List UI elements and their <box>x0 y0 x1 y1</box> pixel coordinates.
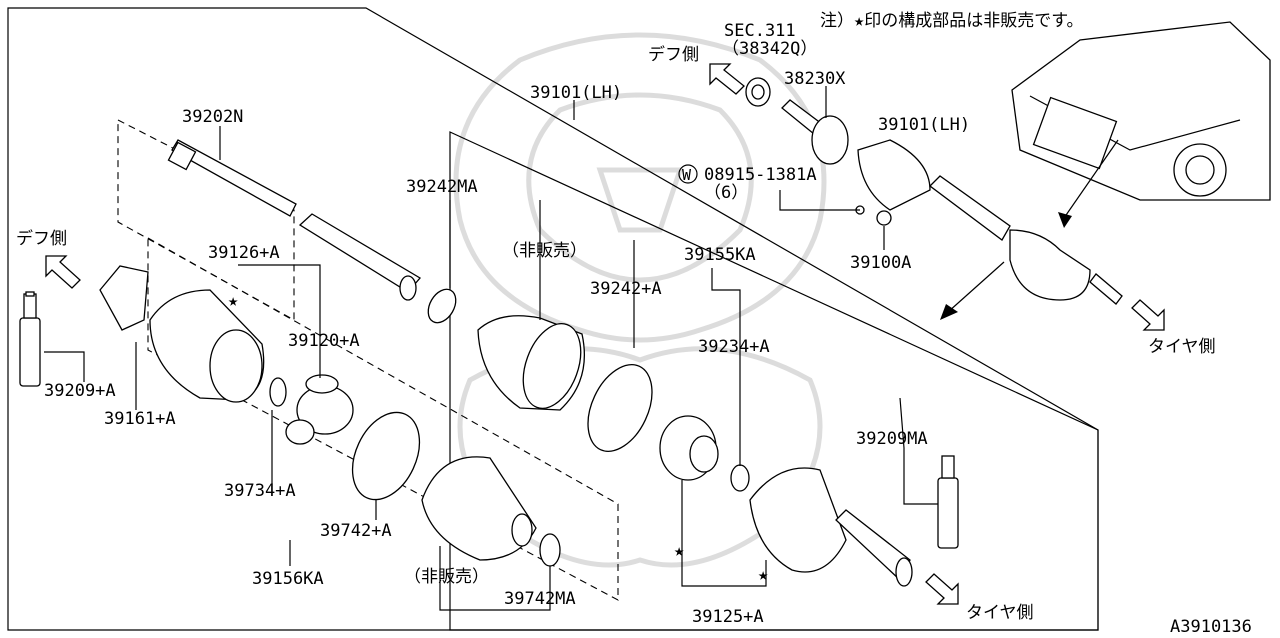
inner-joint-dashed-box <box>147 237 619 601</box>
washer-code-circle <box>678 164 698 184</box>
diagram-id: A3910136 <box>1170 617 1252 637</box>
snap-ring-39734A <box>269 377 287 407</box>
label-not-sold-upper: （非販売） <box>502 241 587 261</box>
star-marker-c: ★ <box>758 565 768 585</box>
label-39125A: 39125+A <box>692 607 764 627</box>
tire-side-arrow-right <box>1131 299 1165 331</box>
boot-band-39242A <box>587 364 653 452</box>
boot-clamp-39742MA <box>539 533 561 567</box>
vehicle-illustration <box>1011 21 1271 201</box>
driveshaft-39101LH-small <box>857 139 1123 305</box>
joint-housing <box>99 265 265 403</box>
bolt-39100A <box>855 205 892 226</box>
inner-race-39125A <box>659 415 719 481</box>
label-39101LH-main: 39101(LH) <box>878 115 970 135</box>
label-tire-side-bottom: タイヤ側 <box>966 603 1034 623</box>
label-39209A: 39209+A <box>44 381 116 401</box>
label-diff-side-top: デフ側 <box>648 44 699 65</box>
label-diff-side-left: デフ側 <box>16 228 67 249</box>
label-38342Q: （38342Q） <box>722 39 817 59</box>
label-39234A: 39234+A <box>698 337 770 357</box>
tire-side-arrow-bottom <box>925 573 959 605</box>
label-not-sold-lower: （非販売） <box>404 567 489 587</box>
diff-side-arrow-left <box>45 255 81 289</box>
diff-side-arrow-top <box>709 63 745 95</box>
label-qty-6: （6） <box>704 183 748 203</box>
label-39126A: 39126+A <box>208 243 280 263</box>
boot-clamp-39242MA <box>427 288 457 324</box>
label-39155KA: 39155KA <box>684 245 756 265</box>
star-marker-a: ★ <box>228 291 238 311</box>
boot-lower <box>421 456 537 561</box>
shaft-group-dashed-box <box>117 119 295 321</box>
label-39161A: 39161+A <box>104 409 176 429</box>
label-39734A: 39734+A <box>224 481 296 501</box>
label-39202N: 39202N <box>182 107 243 127</box>
label-39100A: 39100A <box>850 253 911 273</box>
label-tire-side-right: タイヤ側 <box>1148 337 1216 357</box>
label-38230X: 38230X <box>784 69 846 89</box>
label-39120A: 39120+A <box>288 331 360 351</box>
oil-seal-38342Q <box>745 77 771 107</box>
grease-tube-39209MA <box>937 455 959 549</box>
label-39742MA: 39742MA <box>504 589 576 609</box>
outer-joint <box>749 467 913 587</box>
grease-tube-39209A <box>19 291 41 387</box>
shaft-39202N <box>167 139 421 301</box>
boot-band-39742A <box>351 411 421 501</box>
stub-shaft-38230X <box>781 99 849 165</box>
note-not-sold: 注）★印の構成部品は非販売です。 <box>820 11 1084 31</box>
washer-code-letter: W <box>682 166 692 184</box>
label-39242A: 39242+A <box>590 279 662 299</box>
tripod-spider-39120A <box>285 374 354 445</box>
label-39209MA: 39209MA <box>856 429 928 449</box>
star-marker-b: ★ <box>674 541 684 561</box>
circlip-39234A <box>730 464 750 492</box>
label-39242MA: 39242MA <box>406 177 478 197</box>
label-sec311: SEC.311 <box>724 21 796 41</box>
label-08915-1381A: 08915-1381A <box>704 165 817 185</box>
boot-upper <box>477 315 585 411</box>
location-arrow-main <box>940 139 1119 320</box>
label-39101LH-top: 39101(LH) <box>530 83 622 103</box>
leader-lines <box>44 86 938 611</box>
label-39742A: 39742+A <box>320 521 392 541</box>
label-39156KA: 39156KA <box>252 569 324 589</box>
